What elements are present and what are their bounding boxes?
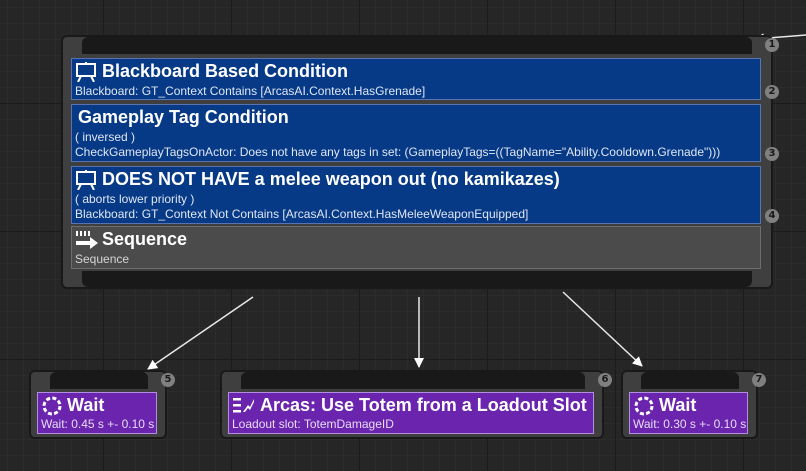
- decorator-detail: Blackboard: GT_Context Contains [ArcasAI…: [75, 84, 426, 98]
- decorator-title: Gameplay Tag Condition: [78, 107, 289, 127]
- use-totem-task-node[interactable]: 6 Arcas: Use Totem from a Loadout Slot L…: [220, 370, 612, 439]
- blackboard-icon: [76, 62, 96, 82]
- task-icon: [233, 398, 254, 413]
- sequence-icon: [76, 231, 98, 249]
- task-title: Wait: [659, 395, 697, 415]
- wire-to-task-3: [562, 291, 643, 367]
- sequence-title: Sequence: [102, 229, 188, 249]
- decorator-flag: ( aborts lower priority ): [75, 192, 195, 206]
- output-pin[interactable]: [82, 271, 752, 287]
- task-title: Wait: [67, 395, 105, 415]
- blackboard-icon: [76, 170, 96, 190]
- wait-icon: [42, 396, 62, 416]
- execution-order-badge: 4: [765, 209, 779, 223]
- input-pin[interactable]: [50, 372, 148, 389]
- input-pin[interactable]: [641, 372, 739, 389]
- wait-icon: [634, 396, 654, 416]
- decorator-detail: Blackboard: GT_Context Not Contains [Arc…: [75, 207, 529, 221]
- decorator-flag: ( inversed ): [75, 130, 136, 144]
- use-totem-task[interactable]: Arcas: Use Totem from a Loadout Slot Loa…: [228, 392, 594, 434]
- sequence-composite[interactable]: Sequence Sequence: [71, 226, 761, 269]
- decorator-title: Blackboard Based Condition: [102, 61, 349, 81]
- sequence-node[interactable]: 1 Blackboard Based Condition Blackboard:…: [61, 35, 779, 289]
- execution-order-badge: 2: [765, 85, 779, 99]
- decorator-title: DOES NOT HAVE a melee weapon out (no kam…: [102, 169, 560, 189]
- wait-task-node[interactable]: 5 Wait Wait: 0.45 s +- 0.10 s: [29, 370, 175, 439]
- execution-order-badge: 7: [752, 373, 766, 387]
- decorator-no-melee[interactable]: DOES NOT HAVE a melee weapon out (no kam…: [71, 166, 761, 224]
- execution-order-badge: 1: [765, 38, 779, 52]
- execution-order-badge: 3: [765, 147, 779, 161]
- execution-order-badge: 5: [161, 373, 175, 387]
- decorator-blackboard-grenade[interactable]: Blackboard Based Condition Blackboard: G…: [71, 58, 761, 100]
- task-subtitle: Wait: 0.45 s +- 0.10 s: [41, 417, 155, 431]
- task-subtitle: Wait: 0.30 s +- 0.10 s: [633, 417, 747, 431]
- wire-to-task-1: [147, 296, 254, 370]
- input-pin[interactable]: [82, 37, 752, 54]
- execution-order-badge: 6: [598, 373, 612, 387]
- task-title: Arcas: Use Totem from a Loadout Slot: [260, 395, 587, 415]
- task-subtitle: Loadout slot: TotemDamageID: [232, 417, 394, 431]
- sequence-subtitle: Sequence: [75, 252, 130, 266]
- input-pin[interactable]: [241, 372, 585, 389]
- wait-task[interactable]: Wait Wait: 0.30 s +- 0.10 s: [629, 392, 748, 434]
- wait-task[interactable]: Wait Wait: 0.45 s +- 0.10 s: [37, 392, 157, 434]
- decorator-gameplay-tag[interactable]: Gameplay Tag Condition ( inversed ) Chec…: [71, 104, 761, 162]
- wait-task-node[interactable]: 7 Wait Wait: 0.30 s +- 0.10 s: [621, 370, 766, 439]
- decorator-detail: CheckGameplayTagsOnActor: Does not have …: [75, 145, 721, 159]
